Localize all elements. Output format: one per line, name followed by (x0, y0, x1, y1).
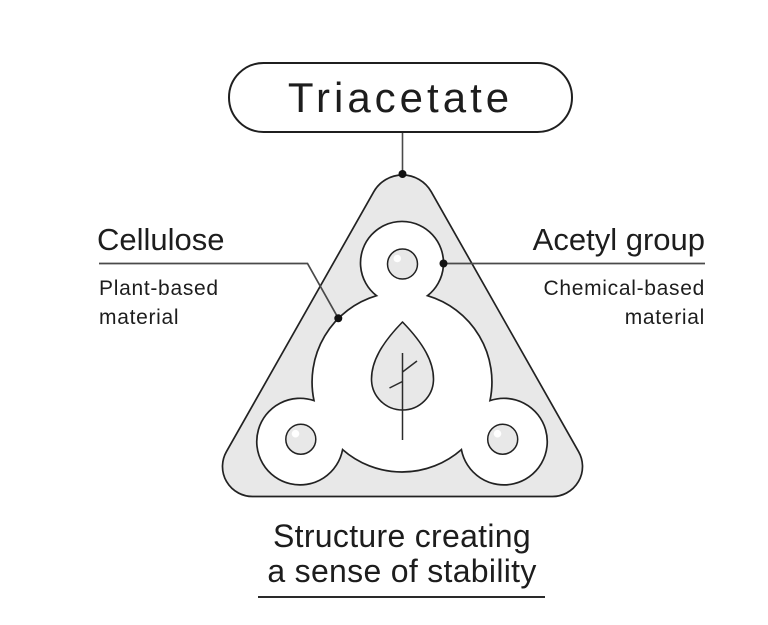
caption-underline (258, 596, 545, 598)
acetyl-description: Chemical-based material (543, 274, 705, 332)
caption: Structure creating a sense of stability (202, 519, 602, 589)
acetyl-dot (439, 259, 448, 268)
cellulose-description: Plant-based material (99, 274, 219, 332)
apex-dot (398, 170, 407, 178)
title-text: Triacetate (287, 73, 514, 121)
cellulose-label: Cellulose (97, 222, 225, 257)
node-highlight-bottom-left (291, 429, 300, 438)
cellulose-dot (334, 314, 343, 323)
acetyl-description-line1: Chemical-based (543, 277, 705, 300)
cellulose-connector-line (99, 262, 340, 319)
caption-line2: a sense of stability (267, 553, 537, 589)
acetyl-description-line2: material (624, 306, 705, 329)
leaf-vein-right (402, 360, 418, 373)
node-circle-top (386, 248, 419, 280)
title-pill: Triacetate (228, 62, 573, 133)
cellulose-description-line1: Plant-based (99, 277, 219, 300)
caption-line1: Structure creating (273, 518, 531, 554)
cellulose-description-line2: material (99, 306, 180, 329)
node-highlight-bottom-right (493, 429, 502, 438)
leaf-vein-left (389, 380, 403, 389)
acetyl-label: Acetyl group (532, 222, 705, 257)
node-circle-bottom-right (486, 423, 519, 455)
node-highlight-top (393, 254, 402, 263)
node-circle-bottom-left (285, 423, 317, 455)
